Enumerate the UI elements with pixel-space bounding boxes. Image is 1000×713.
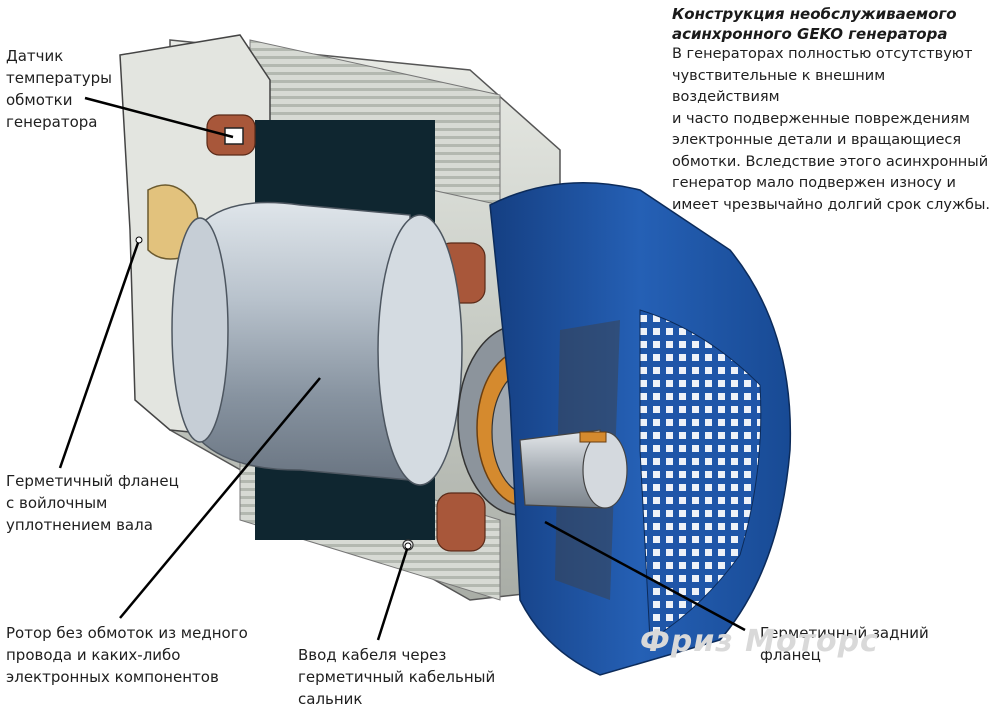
leader-rear-flange — [544, 520, 746, 632]
leader-sealed-flange — [58, 239, 141, 469]
label-temperature-sensor: Датчик температуры обмотки генератора — [6, 47, 113, 131]
leader-dots — [135, 236, 412, 550]
fan-cover — [489, 182, 792, 676]
leader-temperature-sensor — [84, 96, 234, 139]
label-cable-entry: Ввод кабеля через герметичный кабельный … — [298, 646, 496, 708]
leader-lines — [58, 96, 746, 641]
leader-cable-entry — [376, 545, 410, 641]
diagram-description: В генераторах полностью отсутствуют чувс… — [672, 46, 991, 213]
label-rotor: Ротор без обмоток из медного провода и к… — [6, 624, 248, 686]
leader-rotor — [119, 377, 321, 619]
shaft — [519, 429, 628, 509]
label-sealed-flange: Герметичный фланец с войлочным уплотнени… — [6, 472, 179, 534]
label-rear-flange: Герметичный задний фланец — [760, 624, 929, 664]
diagram-title: Конструкция необслуживаемого асинхронног… — [672, 5, 957, 43]
watermark: Фриз Моторс — [640, 624, 879, 659]
rotor — [171, 201, 463, 486]
